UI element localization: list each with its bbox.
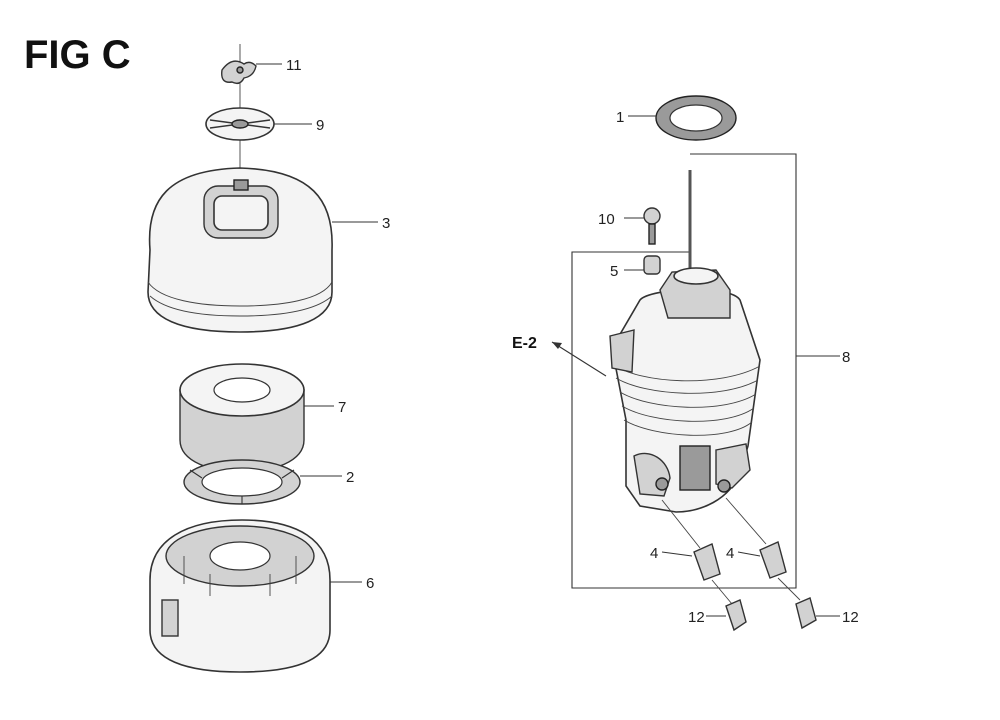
part-6-case xyxy=(149,519,331,673)
part-4-sleeve-left xyxy=(661,499,721,581)
callout-9: 9 xyxy=(316,117,324,134)
part-3-cover xyxy=(147,167,333,333)
callout-2: 2 xyxy=(346,469,354,486)
callout-1: 1 xyxy=(616,109,624,126)
callout-12b: 12 xyxy=(842,609,859,626)
part-11-wing-nut xyxy=(221,60,257,85)
leader-e2 xyxy=(551,341,607,377)
figure-title: FIG C xyxy=(24,33,131,77)
part-10-bolt xyxy=(643,207,661,245)
callout-11: 11 xyxy=(286,57,302,74)
reference-e2: E-2 xyxy=(512,335,537,352)
callout-8: 8 xyxy=(842,349,850,366)
elbow-body xyxy=(609,267,761,513)
part-7-foam-element xyxy=(179,363,305,473)
bracket-8 xyxy=(571,153,797,589)
part-1-gasket xyxy=(655,95,737,141)
callout-4a: 4 xyxy=(650,545,658,562)
callout-7: 7 xyxy=(338,399,346,416)
part-2-grid xyxy=(183,459,301,505)
part-9-washer xyxy=(205,107,275,141)
part-12-nut-right xyxy=(777,577,817,630)
callout-3: 3 xyxy=(382,215,390,232)
callout-10: 10 xyxy=(598,211,615,228)
callout-5: 5 xyxy=(610,263,618,280)
part-12-nut-left xyxy=(711,579,747,632)
arrowhead-e2 xyxy=(552,342,562,349)
leader-4a xyxy=(661,551,693,557)
part-4-sleeve-right xyxy=(725,497,787,579)
callout-12a: 12 xyxy=(688,609,705,626)
leader-4b xyxy=(737,551,761,557)
callout-6: 6 xyxy=(366,575,374,592)
part-5-collar xyxy=(643,255,661,275)
callout-4b: 4 xyxy=(726,545,734,562)
